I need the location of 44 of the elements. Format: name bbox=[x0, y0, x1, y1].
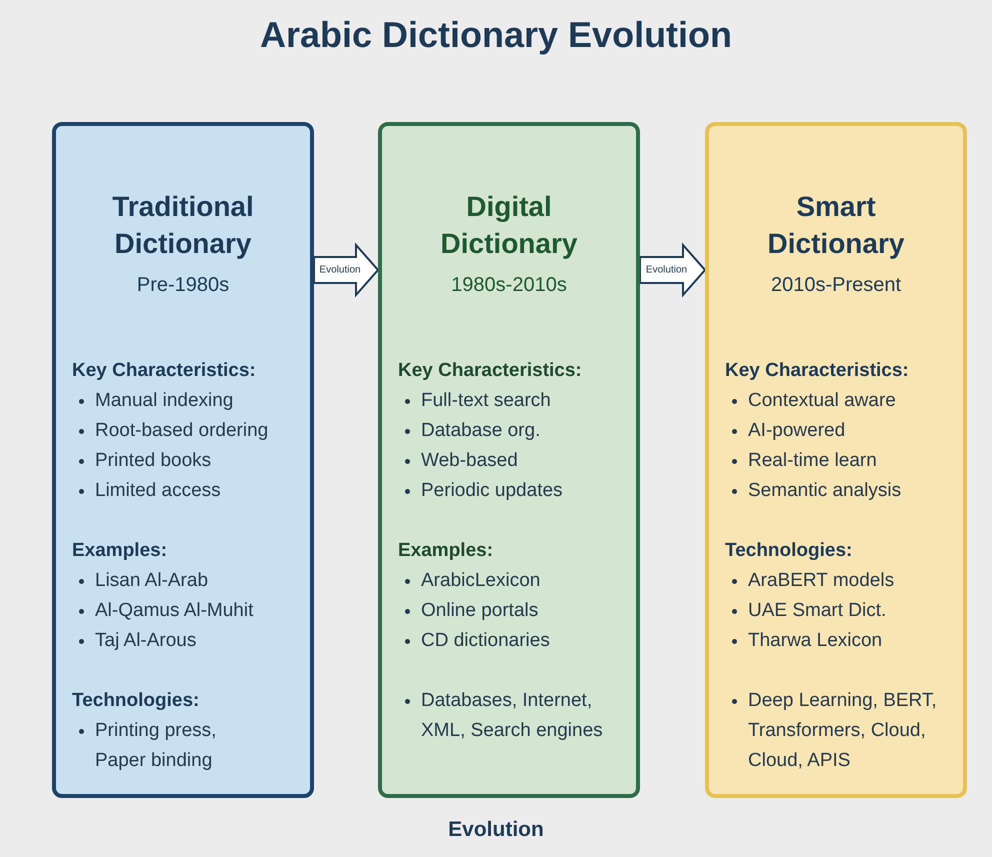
bullet-item: Printing press, Paper binding bbox=[95, 719, 218, 773]
section-heading: Key Characteristics: bbox=[725, 359, 910, 383]
period-text: 2010s-Present bbox=[770, 273, 902, 298]
period-text: 1980s-2010s bbox=[450, 273, 568, 298]
bullet-item: Real-time learn bbox=[748, 449, 877, 473]
footer-label: Evolution bbox=[447, 818, 545, 842]
bullet-item: Root-based ordering bbox=[95, 419, 268, 443]
section-heading: Examples: bbox=[72, 539, 168, 563]
section-heading: Key Characteristics: bbox=[398, 359, 583, 383]
diagram-title: Arabic Dictionary Evolution bbox=[258, 14, 734, 56]
section-heading: Technologies: bbox=[725, 539, 854, 563]
edge-label: Evolution bbox=[646, 264, 688, 276]
bullet-item: Deep Learning, BERT, Transformers, Cloud, Cloud, APIS bbox=[748, 689, 938, 773]
edge-label: Evolution bbox=[319, 264, 361, 276]
stage-panel bbox=[52, 122, 314, 798]
bullet-item: Database org. bbox=[421, 419, 540, 443]
bullet-item: Online portals bbox=[421, 599, 538, 623]
bullet-item: Contextual aware bbox=[748, 389, 896, 413]
bullet-item: ArabicLexicon bbox=[421, 569, 540, 593]
stage-title: Smart Dictionary bbox=[766, 190, 906, 261]
bullet-item: CD dictionaries bbox=[421, 629, 550, 653]
stage-panel bbox=[378, 122, 640, 798]
stage-panel bbox=[705, 122, 967, 798]
period-text: Pre-1980s bbox=[136, 273, 230, 298]
stage-title: Traditional Dictionary bbox=[111, 190, 255, 261]
bullet-item: Limited access bbox=[95, 479, 221, 503]
bullet-item: Lisan Al-Arab bbox=[95, 569, 208, 593]
bullet-item: Manual indexing bbox=[95, 389, 234, 413]
bullet-item: AI-powered bbox=[748, 419, 846, 443]
bullet-item: Al-Qamus Al-Muhit bbox=[95, 599, 254, 623]
bullet-item: AraBERT models bbox=[748, 569, 894, 593]
section-heading: Examples: bbox=[398, 539, 494, 563]
stage-title: Digital Dictionary bbox=[440, 190, 578, 261]
bullet-item: Semantic analysis bbox=[748, 479, 902, 503]
bullet-item: Databases, Internet, XML, Search engines bbox=[421, 689, 604, 743]
bullet-item: Tharwa Lexicon bbox=[748, 629, 882, 653]
bullet-item: Printed books bbox=[95, 449, 212, 473]
bullet-item: Taj Al-Arous bbox=[95, 629, 196, 653]
section-heading: Key Characteristics: bbox=[72, 359, 257, 383]
bullet-item: Periodic updates bbox=[421, 479, 563, 503]
bullet-item: Web-based bbox=[421, 449, 518, 473]
section-heading: Technologies: bbox=[72, 689, 200, 713]
bullet-item: UAE Smart Dict. bbox=[748, 599, 886, 623]
bullet-item: Full-text search bbox=[421, 389, 551, 413]
